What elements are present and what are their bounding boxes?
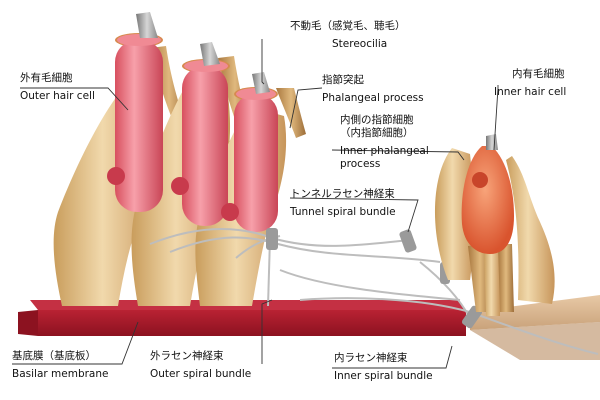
stereocilia-bundle-1 xyxy=(136,12,158,38)
label-inner-phalangeal-jp1: 内側の指節細胞 xyxy=(340,114,414,126)
outer-hair-cell-1 xyxy=(107,33,163,212)
label-inner-phalangeal-jp2: （内指節細胞） xyxy=(340,127,414,139)
label-inner-phalangeal-en2: process xyxy=(340,158,381,170)
label-tunnel-spiral-bundle-jp: トンネルラセン神経束 xyxy=(290,188,395,200)
label-inner-spiral-bundle-en: Inner spiral bundle xyxy=(334,370,433,382)
label-inner-phalangeal: 内側の指節細胞 （内指節細胞） Inner phalangeal process xyxy=(340,114,429,171)
stereocilia-bundle-3 xyxy=(252,72,270,94)
label-phalangeal-process-jp: 指節突起 xyxy=(322,74,364,86)
label-basilar-membrane: 基底膜（基底板） Basilar membrane xyxy=(12,350,108,381)
label-basilar-membrane-en: Basilar membrane xyxy=(12,368,109,380)
label-outer-hair-cell: 外有毛細胞 Outer hair cell xyxy=(20,72,95,103)
label-basilar-membrane-jp: 基底膜（基底板） xyxy=(12,350,96,362)
inner-phalangeal-cells xyxy=(434,148,555,316)
label-outer-spiral-bundle-jp: 外ラセン神経束 xyxy=(150,350,224,362)
label-inner-hair-cell-jp: 内有毛細胞 xyxy=(512,68,565,80)
label-outer-spiral-bundle: 外ラセン神経束 Outer spiral bundle xyxy=(150,350,251,381)
label-inner-spiral-bundle: 内ラセン神経束 Inner spiral bundle xyxy=(334,352,433,383)
label-inner-hair-cell: 内有毛細胞 Inner hair cell xyxy=(494,68,566,99)
label-phalangeal-process-en: Phalangeal process xyxy=(322,92,424,104)
stereocilia-bundle-2 xyxy=(200,42,220,66)
inner-hair-cell xyxy=(461,134,514,254)
label-inner-hair-cell-en: Inner hair cell xyxy=(494,86,567,98)
label-stereocilia-jp: 不動毛（感覚毛、聴毛） xyxy=(290,20,406,32)
label-stereocilia-en: Stereocilia xyxy=(332,38,388,50)
label-outer-hair-cell-jp: 外有毛細胞 xyxy=(20,72,73,84)
label-outer-spiral-bundle-en: Outer spiral bundle xyxy=(150,368,252,380)
leader-lines xyxy=(12,39,499,369)
label-tunnel-spiral-bundle: トンネルラセン神経束 Tunnel spiral bundle xyxy=(290,188,396,219)
label-stereocilia: 不動毛（感覚毛、聴毛） Stereocilia xyxy=(290,20,406,51)
spiral-lamina xyxy=(470,295,600,360)
label-tunnel-spiral-bundle-en: Tunnel spiral bundle xyxy=(290,206,396,218)
label-inner-spiral-bundle-jp: 内ラセン神経束 xyxy=(334,352,408,364)
label-phalangeal-process: 指節突起 Phalangeal process xyxy=(322,74,424,105)
label-inner-phalangeal-en1: Inner phalangeal xyxy=(340,145,429,157)
label-outer-hair-cell-en: Outer hair cell xyxy=(20,90,95,102)
